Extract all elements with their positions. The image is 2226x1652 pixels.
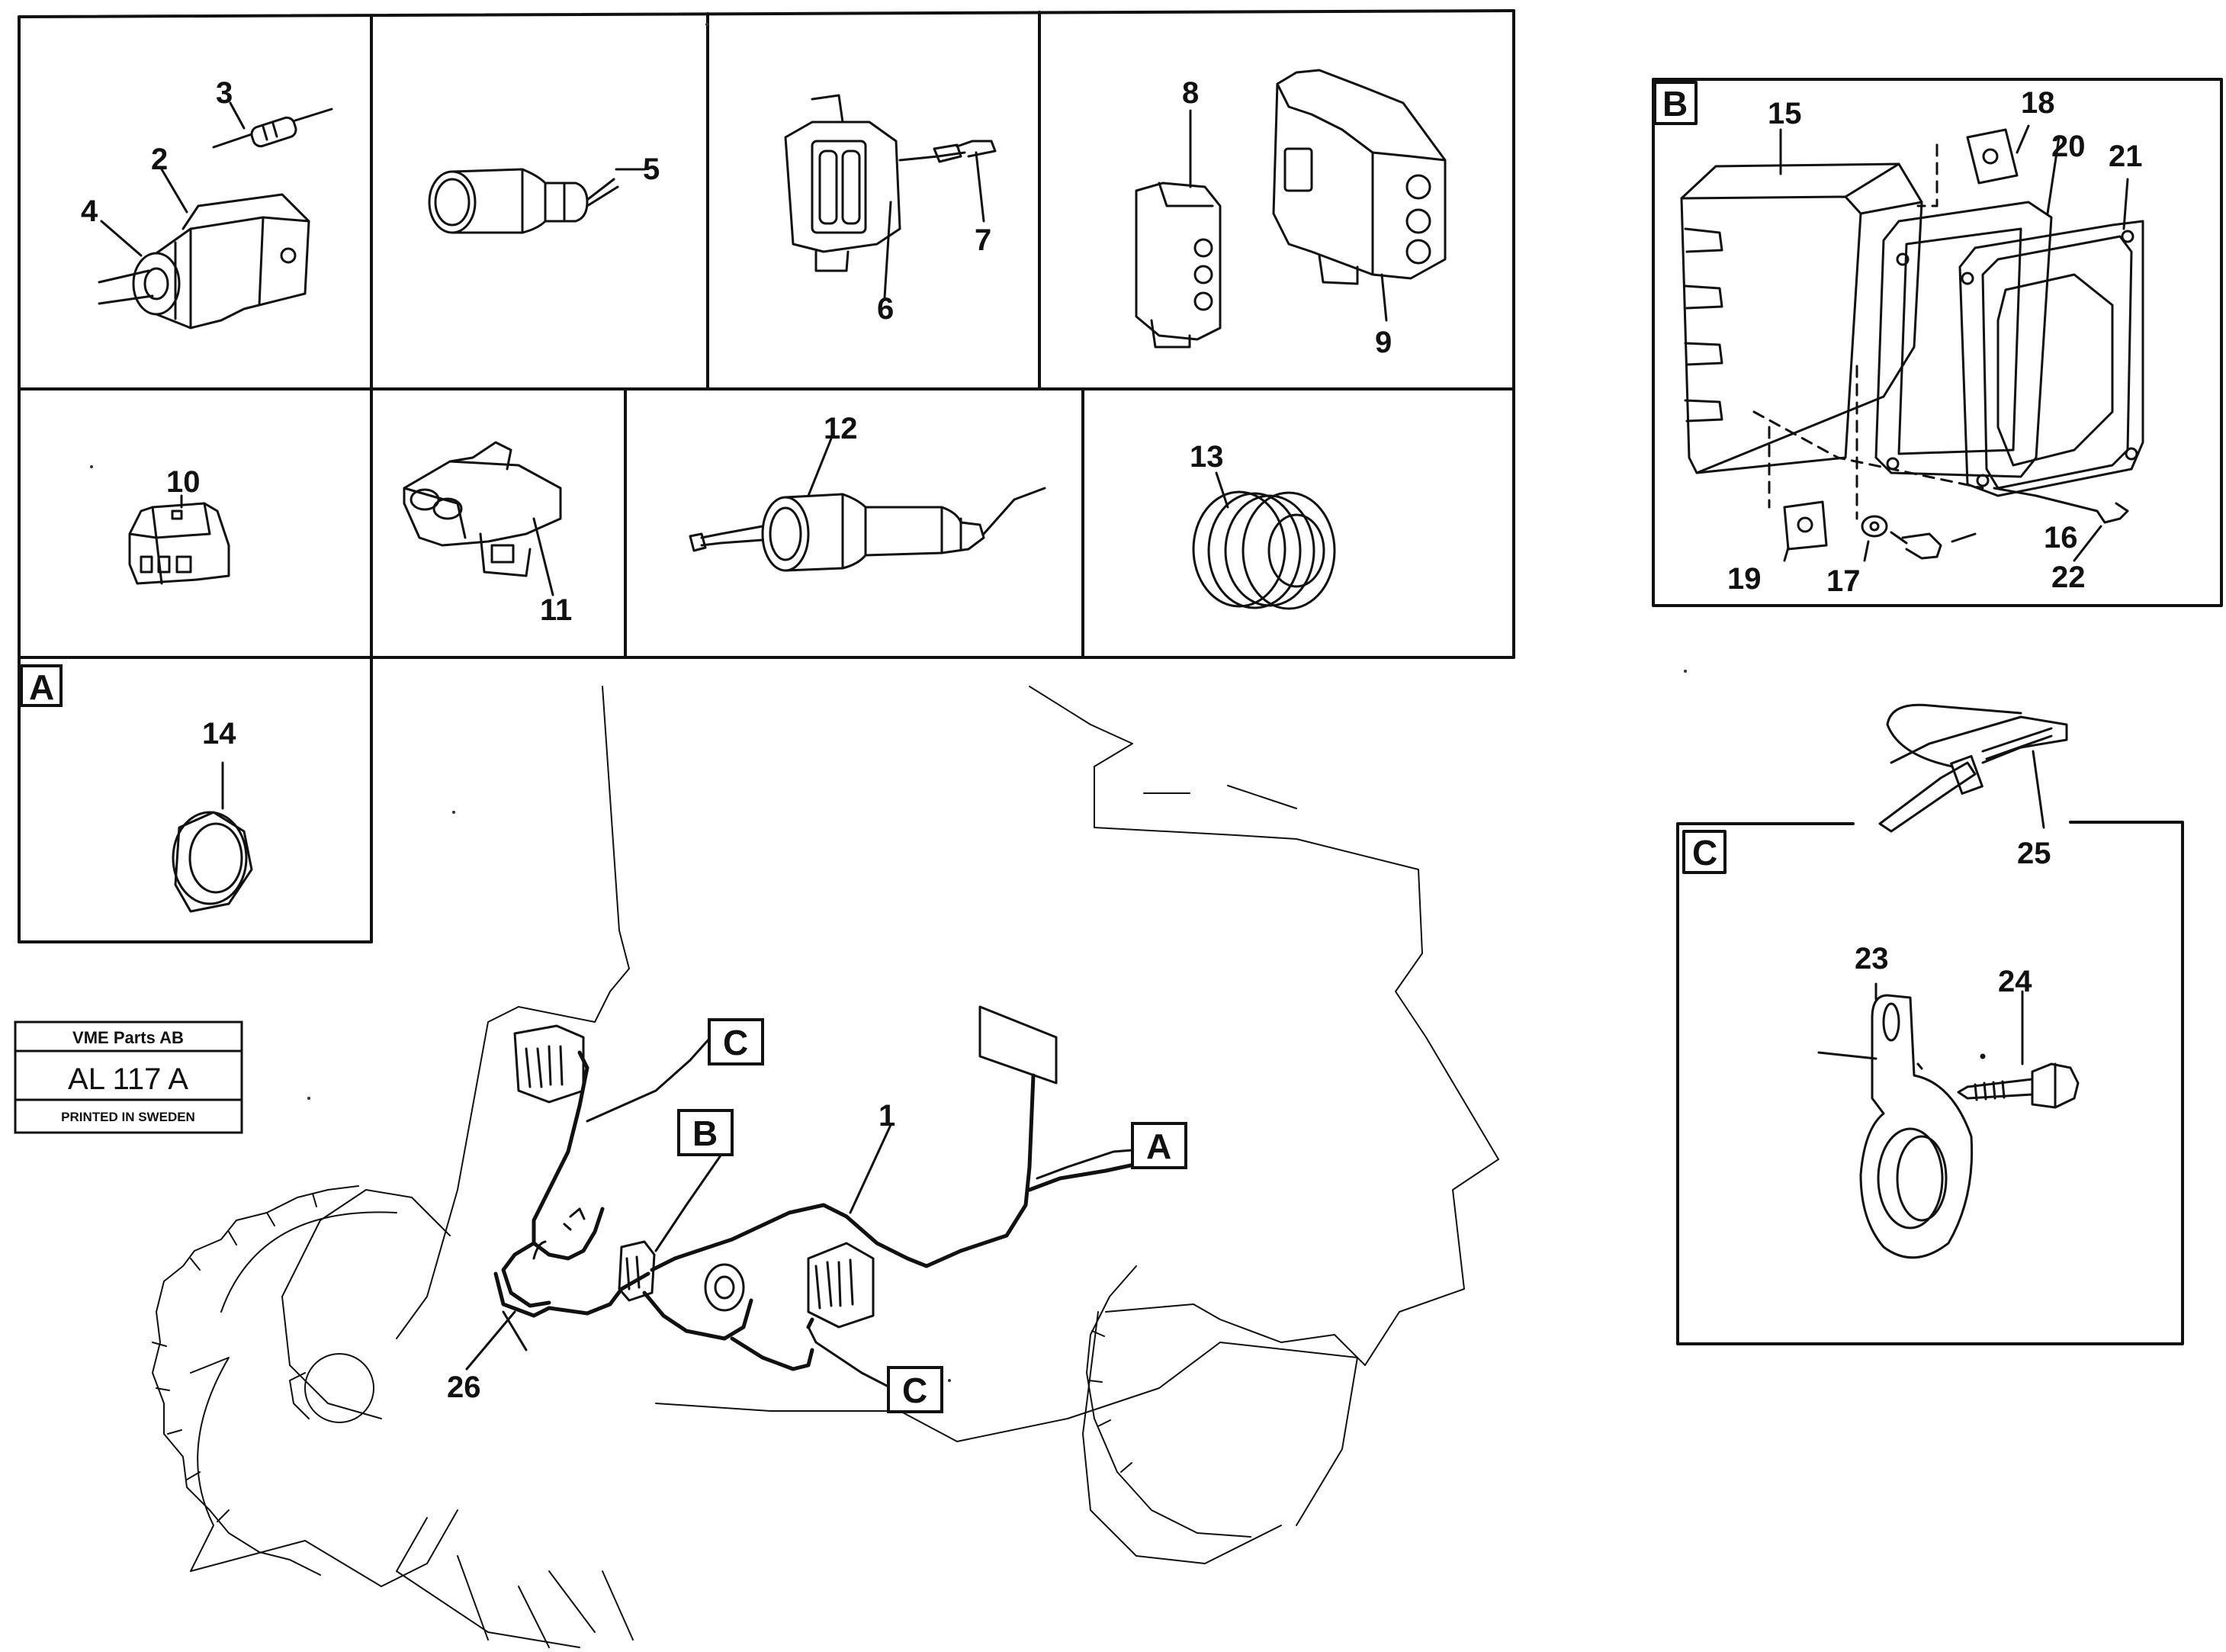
- part-13-grommet-drawing: [1192, 471, 1336, 610]
- ref-a: A: [1146, 1127, 1171, 1166]
- callout-12: 12: [824, 412, 858, 445]
- part-5-boot-drawing: [428, 168, 619, 234]
- callout-3: 3: [216, 76, 233, 110]
- callout-24: 24: [1998, 965, 2032, 998]
- ref-c-upper: C: [723, 1023, 748, 1062]
- part-12-sleeve-drawing: [689, 437, 1046, 572]
- callout-26: 26: [447, 1371, 481, 1404]
- main-callout-boxes: [677, 1018, 1187, 1413]
- machine-outline: [190, 686, 1499, 1648]
- part-8-9-connectors-drawing: [1135, 69, 1447, 349]
- callout-9: 9: [1375, 326, 1392, 359]
- view-a-marker: [20, 664, 63, 707]
- callout-18: 18: [2021, 86, 2055, 120]
- part-2-socket-drawing: [98, 108, 333, 329]
- callout-leaders-cell1: [100, 101, 246, 257]
- callout-6: 6: [877, 292, 894, 326]
- view-c-letter: C: [1692, 833, 1717, 873]
- callout-19: 19: [1727, 562, 1762, 596]
- part-25-cable-tie-drawing: [1878, 703, 2068, 833]
- ref-c-lower: C: [902, 1371, 927, 1410]
- callout-25: 25: [2017, 837, 2051, 870]
- b-dashed-guides: [1752, 143, 1984, 520]
- part-6-housing-drawing: [784, 94, 997, 299]
- machine-front-wheel: [152, 1185, 374, 1576]
- ref-b: B: [692, 1114, 718, 1153]
- view-a-letter: A: [29, 667, 54, 707]
- vme-stamp: [14, 1020, 243, 1134]
- callout-13: 13: [1190, 440, 1224, 474]
- callout-23: 23: [1855, 942, 1889, 975]
- callout-20: 20: [2051, 130, 2086, 163]
- callout-8: 8: [1182, 76, 1199, 110]
- part-10-plug-drawing: [128, 494, 230, 585]
- part-15-box-drawing: [1680, 128, 1923, 474]
- stamp-printed: PRINTED IN SWEDEN: [61, 1110, 195, 1124]
- part-20-gasket-drawing: [1874, 136, 2061, 478]
- callout-14: 14: [202, 717, 236, 750]
- callout-15: 15: [1768, 97, 1802, 130]
- harness-wiring: [493, 1050, 1161, 1371]
- callout-17: 17: [1826, 564, 1861, 598]
- view-letters: A B C C B A C: [29, 84, 1717, 1410]
- callout-10: 10: [166, 465, 201, 499]
- callout-4: 4: [81, 194, 98, 228]
- callout-1: 1: [879, 1099, 895, 1133]
- stamp-text: VME Parts AB AL 117 A PRINTED IN SWEDEN: [61, 1028, 195, 1124]
- view-c-frame: [1676, 821, 2184, 1345]
- part-23-clamp-drawing: [1817, 982, 1974, 1259]
- part-11-housing-drawing: [403, 441, 562, 596]
- view-b-frame: [1652, 78, 2223, 607]
- callout-2: 2: [151, 143, 168, 176]
- machine-rear-wheel: [1086, 1265, 1251, 1538]
- harness-components: [513, 1005, 1058, 1329]
- part-24-bolt-drawing: [1957, 990, 2080, 1109]
- part-14-nut-drawing: [172, 761, 253, 913]
- parts-grid: [18, 9, 1515, 943]
- view-b-letter: B: [1662, 84, 1688, 124]
- callout-21: 21: [2109, 140, 2143, 173]
- part-callouts: 1 2 3 4 5 6 7 8 9 10 11 12 13 14 15 16 1…: [81, 76, 2143, 1404]
- callout-22: 22: [2051, 561, 2086, 594]
- callout-leaders-main: [465, 1037, 1134, 1388]
- print-specks: [90, 23, 1687, 1382]
- callout-5: 5: [643, 153, 660, 186]
- callout-7: 7: [975, 223, 991, 257]
- callout-11: 11: [540, 593, 572, 627]
- part-18-19-tabs-drawing: [1783, 124, 2030, 562]
- callout-16: 16: [2044, 521, 2078, 554]
- stamp-number: AL 117 A: [68, 1062, 188, 1096]
- part-16-17-22-fasteners: [1861, 487, 2129, 562]
- stamp-company: VME Parts AB: [72, 1028, 184, 1047]
